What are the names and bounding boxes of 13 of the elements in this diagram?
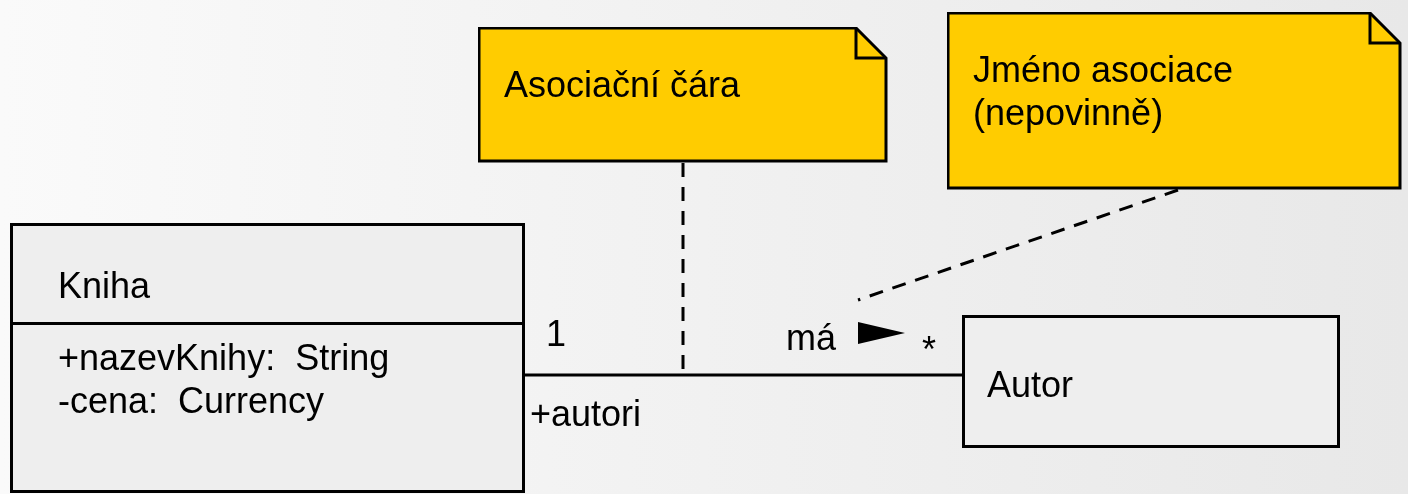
note-text: Jméno asociace (nepovinně) [973, 48, 1235, 135]
class-box [962, 315, 1340, 448]
multiplicity-label: * [922, 328, 936, 372]
role-label: +autori [530, 392, 642, 436]
class-name: Autor [987, 363, 1074, 407]
note-text: Asociační čára [504, 63, 742, 107]
edge-label: má [786, 316, 836, 360]
attribute-list: +nazevKnihy: String -cena: Currency [58, 336, 398, 423]
leader-line [857, 188, 1179, 302]
multiplicity-label: 1 [546, 312, 567, 356]
class-name: Kniha [58, 264, 151, 308]
class-box [10, 223, 525, 493]
association-line [525, 373, 962, 377]
